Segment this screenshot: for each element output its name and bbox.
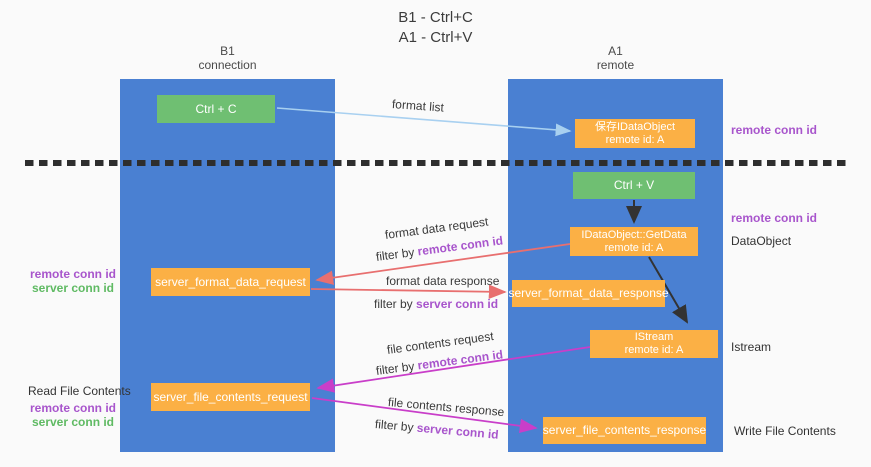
save-dataobject-line2: remote id: A [605, 133, 665, 146]
file-contents-response-annotation: file contents response [387, 395, 505, 420]
getdata-line2: remote id: A [604, 241, 664, 254]
write-file-contents-label: Write File Contents [734, 424, 836, 438]
istream-side-label: Istream [731, 340, 772, 354]
istream-node: IStream remote id: A [590, 330, 718, 358]
getdata-node: IDataObject::GetData remote id: A [570, 227, 698, 256]
server-format-data-request-label: server_format_data_request [155, 274, 306, 289]
format-list-annotation: format list [391, 97, 445, 115]
right-column-name: A1 [608, 44, 623, 58]
filter4-value: server conn id [416, 420, 500, 442]
remote-conn-id-left2-label: remote conn id [29, 401, 116, 415]
server-format-data-request-node: server_format_data_request [151, 268, 310, 296]
title-line-2: A1 - Ctrl+V [398, 29, 473, 46]
istream-line2: remote id: A [624, 344, 684, 356]
filter1-value: remote conn id [416, 233, 504, 259]
left-column-name: B1 [220, 44, 235, 58]
remote-conn-id-mid-label: remote conn id [731, 211, 818, 225]
save-dataobject-line1: 保存IDataObject [594, 120, 676, 133]
left-conn-id-group-1: remote conn id server conn id [18, 267, 128, 295]
filter2-value: server conn id [416, 297, 499, 311]
server-file-contents-request-label: server_file_contents_request [153, 389, 308, 404]
server-conn-id-left1-label: server conn id [31, 281, 115, 295]
read-file-contents-label: Read File Contents [28, 384, 131, 398]
server-conn-id-left2-label: server conn id [31, 415, 115, 429]
left-conn-id-group-2: remote conn id server conn id [18, 401, 128, 429]
istream-line1: IStream [634, 331, 674, 343]
ctrl-c-node: Ctrl + C [157, 95, 275, 123]
arrow-format-data-response [310, 284, 507, 299]
save-dataobject-node: 保存IDataObject remote id: A [575, 119, 695, 148]
ctrl-c-label: Ctrl + C [195, 101, 237, 116]
left-column-header: B1 connection [120, 44, 335, 72]
remote-conn-id-left1-label: remote conn id [29, 267, 116, 281]
server-format-data-response-node: server_format_data_response [508, 280, 669, 307]
filter4-prefix: filter by [374, 417, 418, 435]
ctrl-v-label: Ctrl + V [613, 178, 655, 192]
filter3-prefix: filter by [375, 358, 419, 378]
server-format-data-response-label: server_format_data_response [508, 286, 669, 300]
filter1-prefix: filter by [375, 244, 419, 264]
diagram-title: B1 - Ctrl+C A1 - Ctrl+V [0, 8, 871, 48]
title-line-1: B1 - Ctrl+C [398, 9, 473, 26]
filter2-prefix: filter by [374, 297, 417, 311]
format-data-response-annotation: format data response [386, 274, 500, 288]
filter-by-server-conn-id-annotation-2: filter by server conn id [374, 417, 499, 442]
right-column-role: remote [596, 58, 635, 72]
server-file-contents-response-node: server_file_contents_response [543, 417, 706, 444]
filter-by-server-conn-id-annotation-1: filter by server conn id [374, 297, 498, 311]
server-file-contents-response-label: server_file_contents_response [542, 423, 707, 437]
server-file-contents-request-node: server_file_contents_request [151, 383, 310, 411]
left-column-role: connection [198, 58, 257, 72]
ctrl-v-node: Ctrl + V [573, 172, 695, 199]
dataobject-label: DataObject [731, 234, 792, 248]
right-column-header: A1 remote [508, 44, 723, 72]
getdata-line1: IDataObject::GetData [581, 228, 687, 241]
remote-conn-id-top-label: remote conn id [731, 123, 818, 137]
